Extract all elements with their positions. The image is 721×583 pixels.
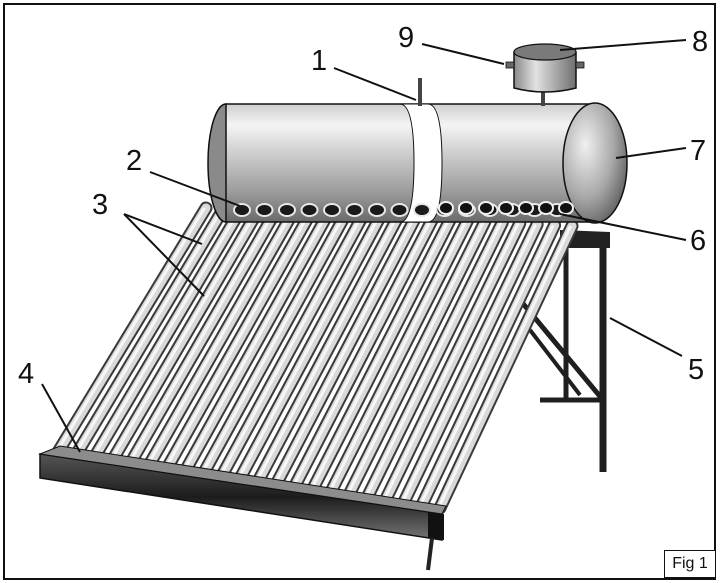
vacuum-tube xyxy=(251,210,405,488)
auxiliary-tank xyxy=(505,43,585,106)
bottom-rail xyxy=(38,445,447,571)
figure-label: Fig 1 xyxy=(664,550,716,578)
vacuum-tube xyxy=(233,210,387,486)
tube-socket xyxy=(538,201,554,215)
tube-socket xyxy=(413,203,431,217)
vacuum-tube xyxy=(106,204,265,467)
vacuum-tube xyxy=(197,208,352,480)
vacuum-tube xyxy=(142,205,300,472)
vacuum-tube xyxy=(433,219,579,515)
callout-3: 3 xyxy=(92,189,109,221)
vacuum-tube xyxy=(178,207,335,478)
vacuum-tube xyxy=(287,212,440,494)
storage-tank xyxy=(207,102,628,224)
tube-socket xyxy=(518,201,534,215)
callout-5: 5 xyxy=(688,354,705,386)
vacuum-tube xyxy=(306,213,457,496)
tube-socket xyxy=(498,201,514,215)
vacuum-tube xyxy=(215,209,370,483)
vent-pipe xyxy=(418,78,422,106)
tube-socket xyxy=(300,203,319,217)
tube-socket xyxy=(558,201,574,215)
vacuum-tube xyxy=(342,215,492,502)
tube-socket xyxy=(278,203,296,217)
tube-socket xyxy=(390,203,409,217)
vacuum-tube xyxy=(397,217,544,510)
tube-socket xyxy=(458,201,474,215)
tube-socket xyxy=(368,203,386,217)
vacuum-tube xyxy=(324,214,474,499)
vacuum-tube xyxy=(51,201,213,459)
callout-6: 6 xyxy=(690,225,707,257)
tube-socket xyxy=(345,203,364,217)
tube-socket xyxy=(438,201,454,215)
callout-9: 9 xyxy=(398,22,415,54)
vacuum-tube xyxy=(378,216,527,507)
vacuum-tube xyxy=(69,202,230,462)
callout-4: 4 xyxy=(18,358,35,390)
vacuum-tube xyxy=(269,211,422,491)
vacuum-tube xyxy=(87,203,248,464)
tube-socket xyxy=(323,203,341,217)
vacuum-tube xyxy=(415,218,562,512)
callout-2: 2 xyxy=(126,145,143,177)
tube-socket xyxy=(233,203,251,217)
figure-border xyxy=(3,3,716,580)
vacuum-tube xyxy=(124,204,283,470)
callout-1: 1 xyxy=(311,45,328,77)
vacuum-tube xyxy=(160,206,318,475)
callout-8: 8 xyxy=(692,26,709,58)
leader-lines xyxy=(41,39,687,453)
tube-sockets xyxy=(233,201,574,217)
tube-socket xyxy=(478,201,494,215)
callout-7: 7 xyxy=(690,135,707,167)
tube-socket xyxy=(255,203,274,217)
vacuum-tube xyxy=(360,216,509,504)
vacuum-tubes xyxy=(51,201,579,515)
